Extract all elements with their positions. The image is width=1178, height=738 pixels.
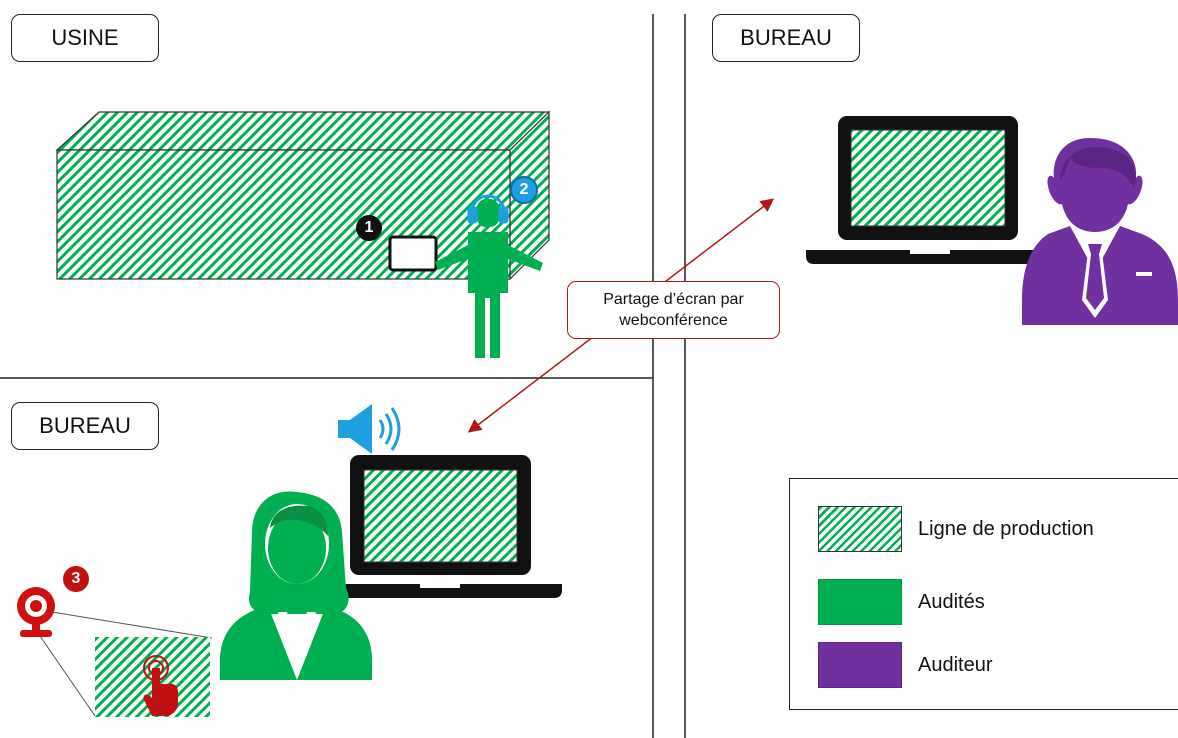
legend-swatch-green <box>818 579 902 625</box>
speaker-icon <box>338 404 401 454</box>
screen-share-callout: Partage d’écran par webconférence <box>567 281 780 339</box>
legend-swatch-purple <box>818 642 902 688</box>
webcam-field-line-bottom <box>39 635 96 717</box>
legend-swatch-hatched <box>818 506 902 552</box>
legend-item-production-line: Ligne de production <box>818 499 1094 559</box>
zone-label-office-right: BUREAU <box>712 14 860 62</box>
laptop-icon-left <box>320 455 562 598</box>
webcam-field-line-top <box>51 611 213 639</box>
callout-line-1: Partage d’écran par <box>603 291 744 308</box>
legend-item-audited: Audités <box>818 572 985 632</box>
zone-label-office-left: BUREAU <box>11 402 159 450</box>
legend-item-auditor: Auditeur <box>818 635 993 695</box>
laptop-icon <box>806 116 1058 264</box>
legend-label: Audités <box>918 590 985 613</box>
legend-label: Auditeur <box>918 653 993 676</box>
zone-label-factory: USINE <box>11 14 159 62</box>
legend: Ligne de production Audités Auditeur <box>789 478 1178 710</box>
tablet-icon <box>388 235 438 272</box>
legend-label: Ligne de production <box>918 517 1094 540</box>
audited-woman-icon <box>220 491 372 680</box>
webcam-icon <box>17 587 55 637</box>
badge-three: 3 <box>63 566 89 592</box>
badge-one: 1 <box>356 215 382 241</box>
badge-two: 2 <box>510 176 538 204</box>
touch-hand-icon <box>143 655 178 716</box>
auditor-person-icon <box>1022 138 1178 325</box>
callout-line-2: webconférence <box>619 312 728 329</box>
